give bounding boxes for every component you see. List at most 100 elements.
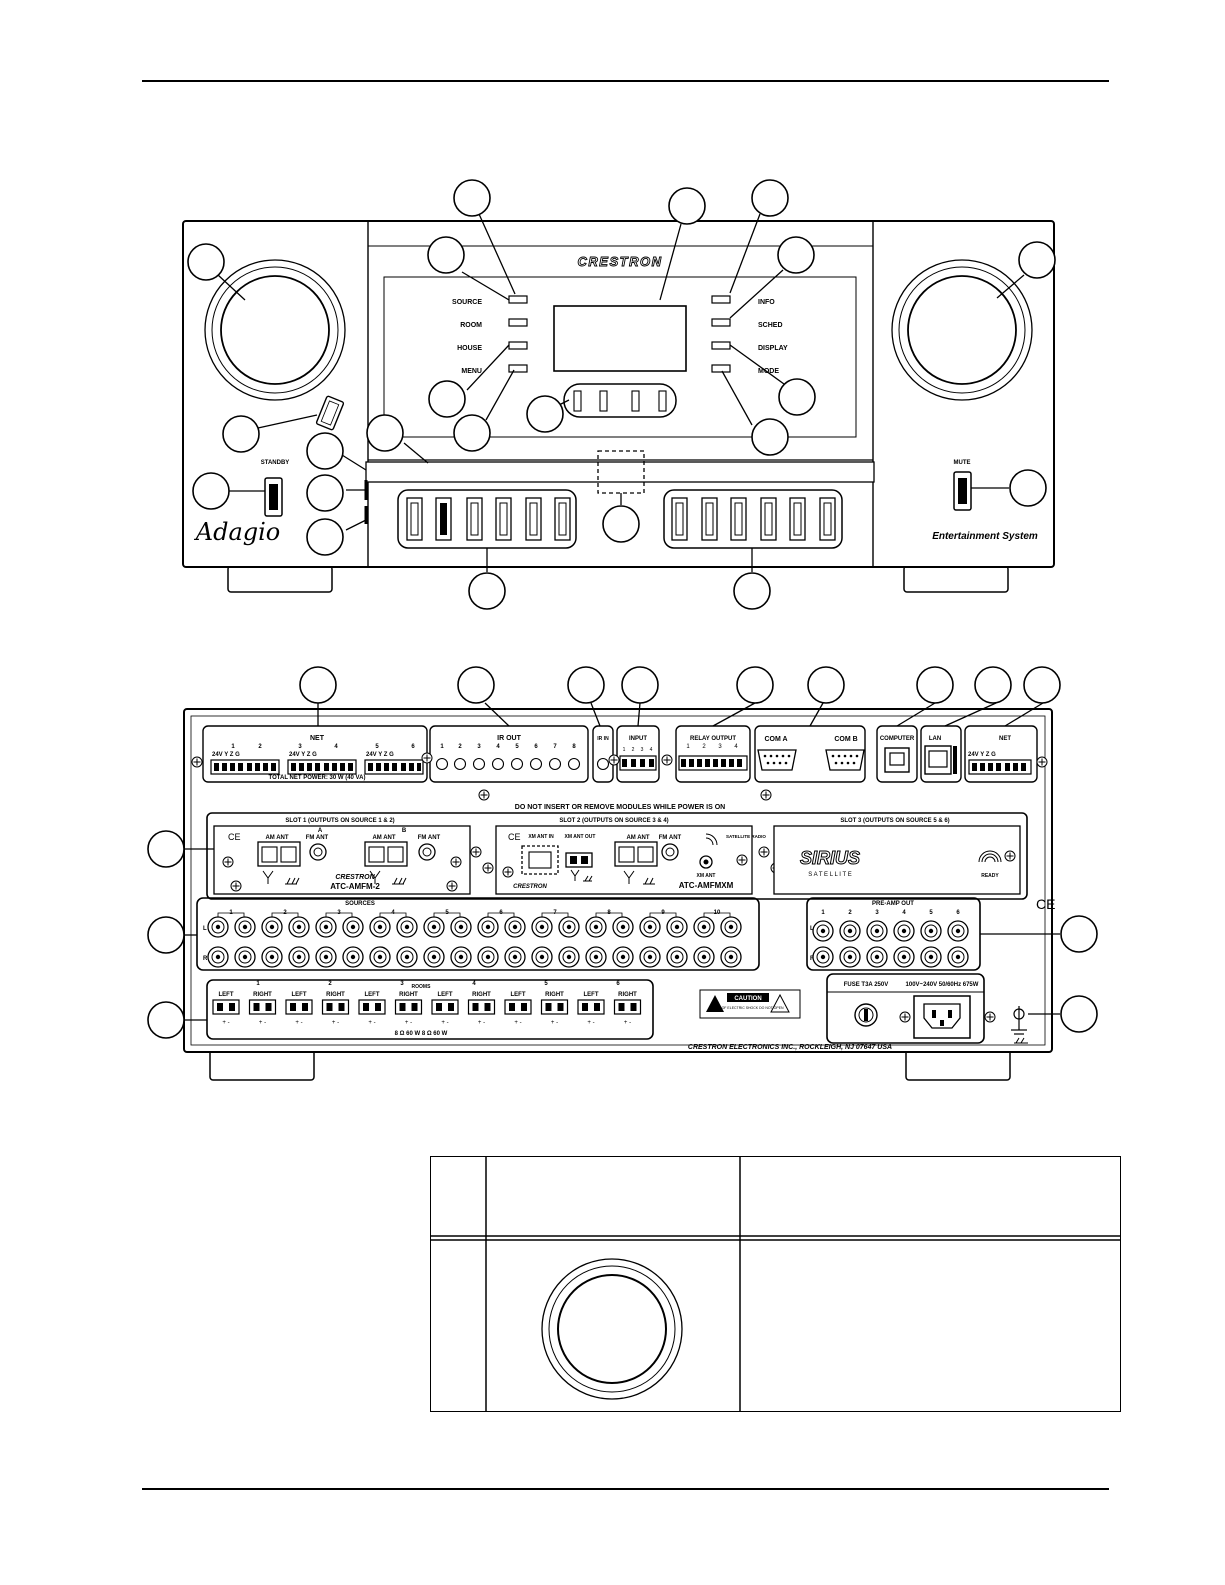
speaker-terminal[interactable]	[613, 999, 642, 1015]
room-button-3[interactable]	[466, 497, 483, 541]
source-rca-jack[interactable]	[720, 946, 742, 968]
fm-ant-connector-a[interactable]	[309, 843, 327, 861]
house-button[interactable]	[508, 341, 528, 350]
net2-terminal-block[interactable]	[968, 759, 1032, 775]
sched-button[interactable]	[711, 318, 731, 327]
speaker-terminal[interactable]	[540, 999, 569, 1015]
source-rca-jack[interactable]	[261, 946, 283, 968]
source-rca-jack[interactable]	[504, 916, 526, 938]
nav-button-2[interactable]	[599, 390, 608, 412]
speaker-terminal[interactable]	[248, 999, 277, 1015]
source-rca-jack[interactable]	[504, 946, 526, 968]
preamp-rca-jack[interactable]	[893, 920, 915, 942]
speaker-terminal[interactable]	[358, 999, 386, 1015]
source-rca-jack[interactable]	[585, 946, 607, 968]
source-rca-jack[interactable]	[234, 916, 256, 938]
source-rca-jack[interactable]	[558, 916, 580, 938]
input-terminal-block[interactable]	[619, 755, 657, 771]
source-rca-jack[interactable]	[234, 946, 256, 968]
room-button-5[interactable]	[525, 497, 542, 541]
speaker-terminal[interactable]	[431, 999, 459, 1015]
source-rca-jack[interactable]	[477, 946, 499, 968]
am-ant-terminal-c[interactable]	[614, 841, 658, 867]
speaker-terminals[interactable]: + -+ -+ -+ -+ -+ -+ -+ -+ -+ -+ -+ -	[212, 999, 642, 1026]
source-rca-jack[interactable]	[585, 916, 607, 938]
room-button[interactable]	[508, 318, 528, 327]
source-rca-jack[interactable]	[369, 946, 391, 968]
standby-button[interactable]	[264, 477, 283, 517]
source-rca-jack[interactable]	[396, 946, 418, 968]
source-rca-jack[interactable]	[315, 916, 337, 938]
preamp-rca-jack[interactable]	[812, 946, 834, 968]
source-rca-jack[interactable]	[261, 916, 283, 938]
source-rca-jack[interactable]	[423, 946, 445, 968]
nav-button-3[interactable]	[631, 390, 640, 412]
source-rca-jack[interactable]	[450, 916, 472, 938]
speaker-terminal[interactable]	[577, 999, 605, 1015]
display-button[interactable]	[711, 341, 731, 350]
source-rca-jack[interactable]	[612, 916, 634, 938]
source-button[interactable]	[508, 295, 528, 304]
room-button-2[interactable]	[435, 497, 452, 541]
computer-port[interactable]	[884, 747, 910, 773]
source-rca-jack[interactable]	[207, 916, 229, 938]
speaker-terminal[interactable]	[285, 999, 313, 1015]
preamp-rca-jack[interactable]	[839, 920, 861, 942]
room-button-8[interactable]	[701, 497, 718, 541]
fm-ant-connector-b[interactable]	[418, 843, 436, 861]
preamp-rca-jack[interactable]	[812, 920, 834, 942]
room-button-7[interactable]	[671, 497, 688, 541]
left-volume-knob[interactable]	[204, 259, 346, 401]
source-rca-jack[interactable]	[639, 916, 661, 938]
room-button-12[interactable]	[819, 497, 836, 541]
source-rca-jack[interactable]	[369, 916, 391, 938]
ir-in-jack[interactable]	[596, 757, 610, 771]
speaker-terminal[interactable]	[394, 999, 423, 1015]
preamp-rca-jack[interactable]	[866, 946, 888, 968]
xm-ant-in-connector[interactable]	[521, 845, 559, 875]
preamp-rca-jack[interactable]	[839, 946, 861, 968]
source-rca-jack[interactable]	[666, 916, 688, 938]
room-button-6[interactable]	[554, 497, 571, 541]
room-button-4[interactable]	[495, 497, 512, 541]
source-rca-jack[interactable]	[531, 916, 553, 938]
am-ant-terminal-b[interactable]	[364, 841, 408, 867]
am-ant-terminal-a[interactable]	[257, 841, 301, 867]
ground-terminal[interactable]	[1011, 1006, 1027, 1035]
preamp-rca-jack[interactable]	[947, 946, 969, 968]
source-rca-jack[interactable]	[288, 916, 310, 938]
speaker-terminal[interactable]	[467, 999, 496, 1015]
power-inlet[interactable]	[913, 995, 971, 1039]
xm-ant-out-connector[interactable]	[565, 852, 593, 868]
source-rca-jack[interactable]	[396, 916, 418, 938]
mode-button[interactable]	[711, 364, 731, 373]
preamp-rca-jack[interactable]	[920, 920, 942, 942]
source-rca-jack[interactable]	[288, 946, 310, 968]
room-button-9[interactable]	[730, 497, 747, 541]
info-button[interactable]	[711, 295, 731, 304]
menu-button[interactable]	[508, 364, 528, 373]
com-a-port[interactable]	[757, 749, 797, 771]
source-rca-jack[interactable]	[558, 946, 580, 968]
preamp-rca-jack[interactable]	[947, 920, 969, 942]
right-selector-knob[interactable]	[891, 259, 1033, 401]
nav-button-1[interactable]	[573, 390, 582, 412]
source-rca-jack[interactable]	[342, 916, 364, 938]
relay-terminal-block[interactable]	[678, 755, 748, 771]
lan-port[interactable]	[924, 745, 957, 775]
preamp-rca-jack[interactable]	[920, 946, 942, 968]
source-rca-jack[interactable]	[315, 946, 337, 968]
source-rca-jack[interactable]	[477, 916, 499, 938]
source-rca-jack[interactable]	[612, 946, 634, 968]
ir-out-jacks[interactable]	[435, 757, 581, 771]
com-b-port[interactable]	[825, 749, 865, 771]
source-rca-jack[interactable]	[639, 946, 661, 968]
source-rca-jack[interactable]	[423, 916, 445, 938]
source-rca-jack[interactable]	[693, 916, 715, 938]
source-rca-jack[interactable]	[693, 946, 715, 968]
fm-ant-connector-c[interactable]	[661, 843, 679, 861]
net-terminal-blocks[interactable]	[210, 759, 424, 775]
source-rca-jack[interactable]	[342, 946, 364, 968]
speaker-terminal[interactable]	[321, 999, 350, 1015]
preamp-rca-jack[interactable]	[893, 946, 915, 968]
